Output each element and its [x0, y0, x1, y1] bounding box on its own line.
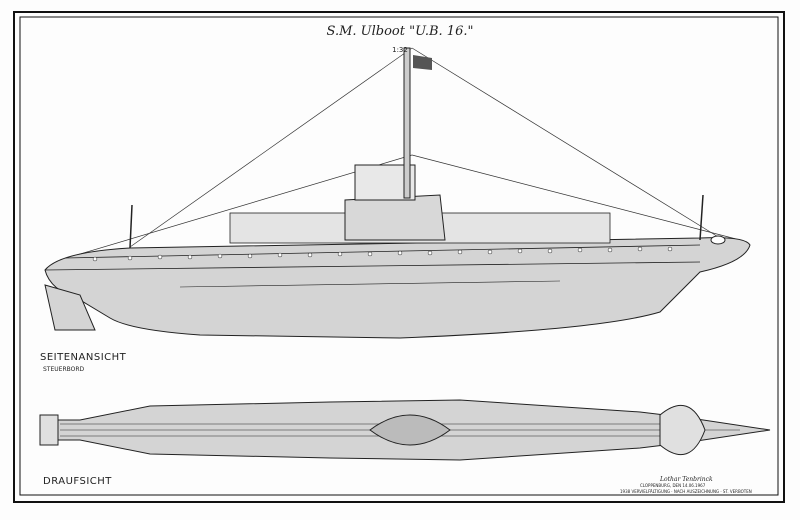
- top-view-label: DRAUFSICHT: [43, 476, 112, 487]
- signature: Lothar Tenbrinck: [660, 476, 713, 483]
- side-view-label: SEITENANSICHT: [40, 352, 127, 363]
- footer-note: 1938 VERVIELFÄLTIGUNG · NACH AUSZEICHNUN…: [620, 489, 752, 494]
- outer-frame: [13, 11, 785, 503]
- side-view-submarine: [44, 47, 751, 339]
- drawing-scale: 1:32: [392, 46, 408, 54]
- side-view-sublabel: STEUERBORD: [43, 366, 85, 373]
- place-date: CLOPPENBURG, DEN 14.06.1967: [640, 483, 706, 488]
- drawing-title: S.M. Ulboot "U.B. 16.": [326, 24, 474, 39]
- top-view-submarine: [39, 399, 771, 461]
- inner-frame: [19, 16, 779, 496]
- rigging-wires: [59, 47, 741, 261]
- flag-icon: [413, 55, 432, 70]
